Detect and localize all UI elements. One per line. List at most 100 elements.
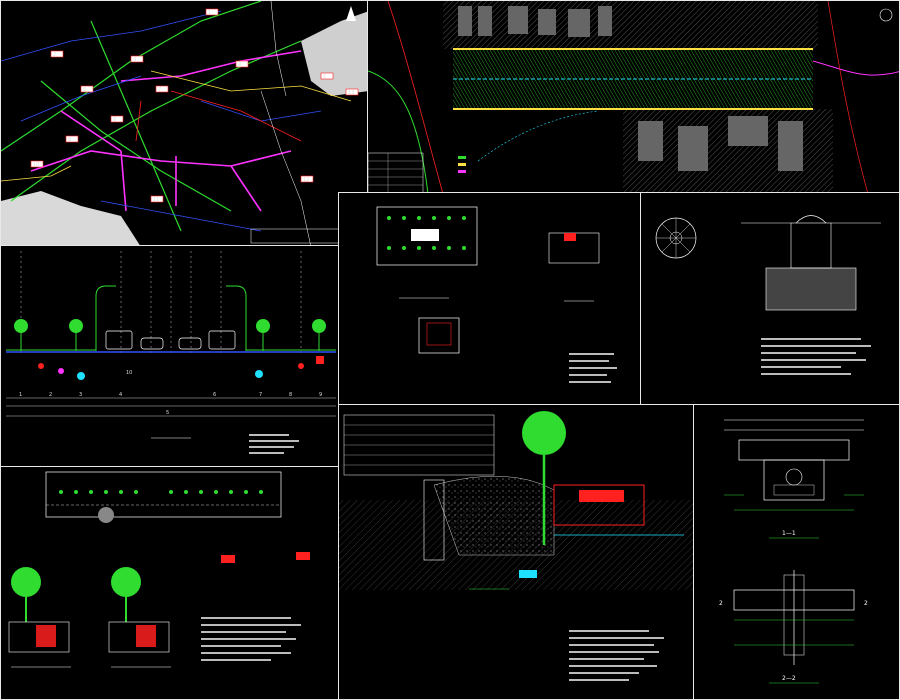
road-label-7: 7	[158, 87, 161, 93]
dim-label-4: 4	[119, 392, 122, 398]
road-curve-east-2	[827, 1, 868, 192]
dim-label-10: 10	[126, 370, 132, 376]
grate-notes	[761, 338, 871, 375]
section-2-2-column	[783, 574, 805, 656]
pit-notes	[569, 630, 664, 681]
tree-grate-detail	[655, 215, 881, 375]
road-label-3: 3	[133, 57, 136, 63]
road-label-9: 9	[68, 137, 71, 143]
river-area	[1, 191, 140, 245]
section-notes	[249, 434, 299, 454]
pipe-red-fill	[579, 490, 624, 502]
dim-label-2: 2	[49, 392, 52, 398]
plan-legend	[458, 156, 466, 173]
planter-shrubs	[387, 216, 466, 250]
road-label-13: 13	[348, 90, 354, 96]
street-lamp-left	[95, 285, 116, 351]
road-label-boxes	[30, 8, 359, 203]
curb-red-block	[564, 233, 576, 241]
road-label-4: 4	[238, 62, 241, 68]
road-cross-section: 1 2 3 4 5 6 7 8 9 10	[6, 251, 336, 454]
road-label-2: 2	[53, 52, 56, 58]
tree-pit-section-panel	[338, 404, 694, 700]
bus-icon-right	[208, 330, 236, 350]
plan-table	[368, 152, 424, 192]
car-icon-left	[140, 337, 164, 350]
road-label-12: 12	[303, 177, 309, 183]
dim-label-3: 3	[79, 392, 82, 398]
sidewalk-plan-panel	[0, 466, 339, 700]
grate-frame	[790, 222, 832, 269]
tree-grate-center	[669, 231, 683, 245]
plan-compass-icon	[879, 8, 893, 22]
road-label-5: 5	[323, 74, 326, 80]
section-1-1-base	[773, 484, 815, 496]
sidewalk-notes	[201, 617, 301, 661]
road-label-6: 6	[83, 87, 86, 93]
pit-info-table-lines	[344, 424, 494, 466]
section-1-1-dims	[724, 419, 864, 431]
road-plan-panel	[367, 0, 900, 193]
section-1-1-pipe-icon	[785, 468, 803, 486]
greenbelt-detail	[376, 206, 617, 383]
water-body	[301, 11, 367, 96]
tree-pit-section	[339, 411, 693, 681]
road-network-map-panel: 1 2 3 4 5 6 7 8 9 10 11 12 13	[0, 0, 368, 246]
road-network-map: 1 2 3 4 5 6 7 8 9 10 11 12 13	[1, 1, 367, 245]
road-curve-west	[368, 70, 429, 192]
road-label-1: 1	[208, 10, 211, 16]
magenta-road-lines	[30, 50, 302, 212]
planter-plan-box	[376, 206, 478, 266]
tree-canopy-icon	[522, 411, 566, 455]
building-footprints	[458, 6, 803, 171]
utility-symbols	[38, 356, 324, 380]
road-labels: 1 2 3 4 5 6 7 8 9 10 11 12 13	[33, 10, 354, 203]
pit-section	[418, 317, 460, 354]
street-lamp-right	[226, 285, 247, 351]
drain-callout	[519, 570, 537, 578]
section-2-2-green-dims	[734, 619, 854, 646]
dim-label-5: 5	[166, 410, 169, 416]
grate-dome	[795, 215, 827, 224]
section-2-2-title: 2—2	[782, 675, 796, 682]
plan-table-lines	[368, 153, 423, 192]
road-label-8: 8	[113, 117, 116, 123]
planter-label-box	[411, 229, 439, 241]
bus-icon-left	[105, 330, 133, 350]
pipe-trench-red	[553, 484, 645, 526]
tree-trunks	[20, 331, 320, 351]
road-label-11: 11	[153, 197, 159, 203]
section-1-1-green-dims	[724, 494, 864, 511]
legend-red-block	[221, 555, 235, 563]
road-curve-west-2	[387, 1, 443, 192]
dim-label-1: 1	[19, 392, 22, 398]
sidewalk-plan-drawing	[8, 471, 310, 668]
detail-notes	[569, 353, 617, 383]
lane-guide-lines	[20, 251, 302, 356]
road-curve-east	[812, 60, 899, 76]
vehicles	[105, 330, 236, 350]
dim-label-9: 9	[319, 392, 322, 398]
pit-wall-left	[423, 479, 445, 561]
tree-planting-section-2	[108, 567, 170, 653]
dim-label-6: 6	[213, 392, 216, 398]
foundation-block	[765, 267, 857, 311]
pipe-line	[477, 110, 599, 162]
road-plan-drawing	[368, 1, 899, 192]
dim-label-8: 8	[289, 392, 292, 398]
pit-inner	[426, 322, 452, 346]
tree-planting-section-1	[8, 567, 70, 653]
tree-grate-panel	[640, 192, 900, 405]
section-1-1-cap	[738, 439, 850, 461]
sidewalk-shrubs	[59, 490, 263, 494]
red-road-lines	[135, 90, 302, 142]
building-block-north	[443, 1, 818, 49]
structure-sections-panel: 1—1 2 2 2—2	[693, 404, 900, 700]
street-trees	[14, 319, 326, 333]
road-cross-section-panel: 1 2 3 4 5 6 7 8 9 10	[0, 245, 339, 467]
tree-grate-spokes	[656, 218, 696, 258]
section-1-1-body	[763, 459, 825, 501]
structure-sections: 1—1 2 2 2—2	[719, 419, 868, 684]
section-2-right-mark: 2	[864, 600, 868, 607]
dimension-lines	[6, 397, 336, 417]
